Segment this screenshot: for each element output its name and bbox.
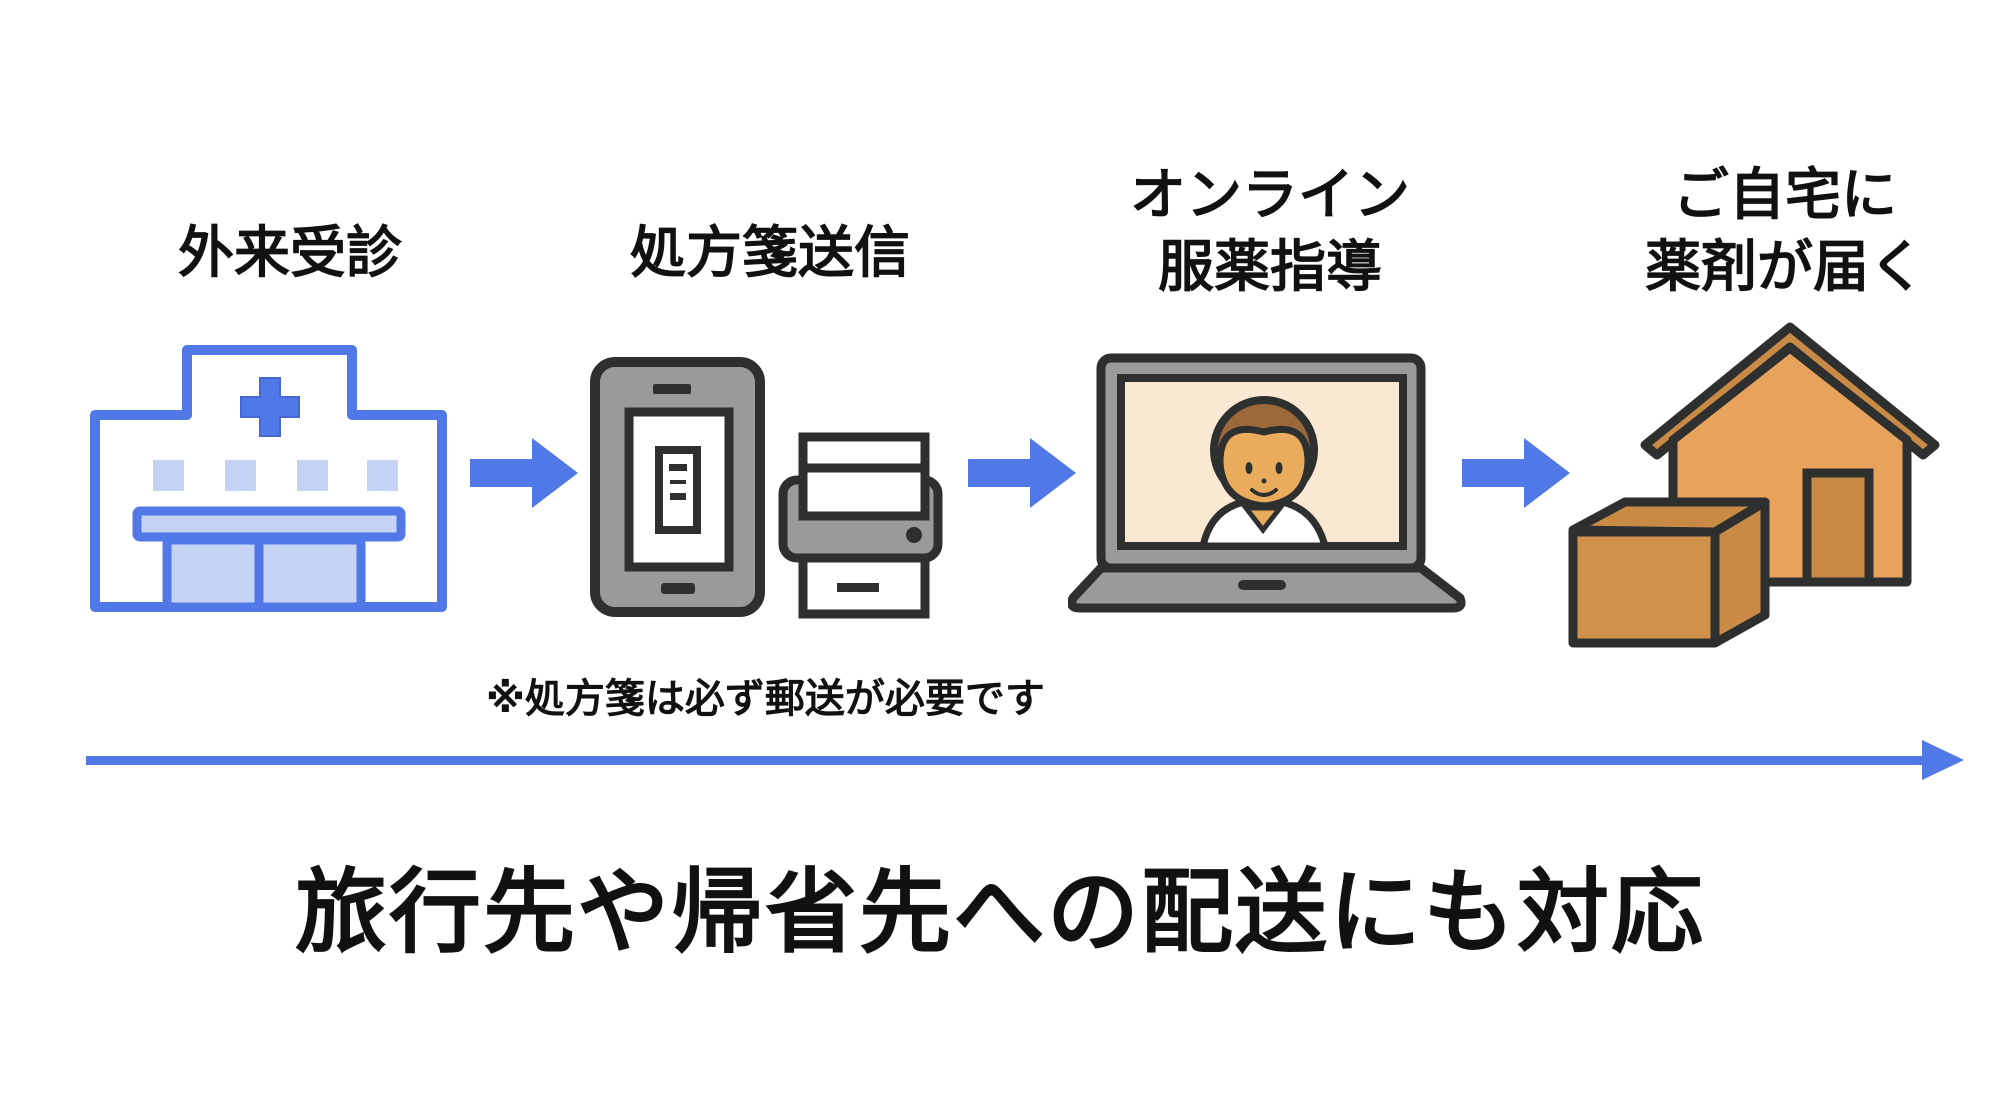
laptop-doctor-icon <box>1068 353 1466 613</box>
smartphone-icon <box>590 357 765 617</box>
hospital-icon <box>90 345 447 612</box>
hospital-cross <box>240 377 300 437</box>
house-door <box>1802 468 1874 587</box>
hospital-window <box>153 460 184 491</box>
footer-caption: 旅行先や帰省先への配送にも対応 <box>294 859 1705 966</box>
step-label-outpatient: 外来受診 <box>140 218 440 290</box>
step-label-line: 処方箋送信 <box>630 221 910 286</box>
laptop-touchpad <box>1238 580 1286 590</box>
doctor-avatar <box>1198 396 1330 550</box>
timeline-arrow-icon <box>86 740 1964 780</box>
step-label-online: オンライン 服薬指導 <box>1110 160 1430 304</box>
arrow-right-icon <box>1462 438 1570 508</box>
arrow-right-icon <box>968 438 1076 508</box>
step-label-delivery: ご自宅に 薬剤が届く <box>1620 160 1950 304</box>
hospital-door-right <box>254 535 366 612</box>
smartphone-fax-icon <box>590 357 943 619</box>
hospital-door-left <box>162 535 264 612</box>
package-box-icon <box>1568 497 1770 648</box>
step-label-line: 外来受診 <box>178 221 402 286</box>
house-package-icon <box>1568 322 1940 648</box>
prescription-note: ※処方箋は必ず郵送が必要です <box>486 676 1045 722</box>
step-label-line: 薬剤が届く <box>1645 235 1925 300</box>
hospital-awning <box>132 506 406 542</box>
step-label-line: ご自宅に <box>1673 163 1897 228</box>
hospital-window <box>225 460 256 491</box>
arrow-right-icon <box>470 438 578 508</box>
step-label-line: オンライン <box>1130 163 1410 228</box>
step-label-line: 服薬指導 <box>1158 235 1382 300</box>
hospital-window <box>367 460 398 491</box>
hospital-window <box>297 460 328 491</box>
step-label-prescription: 処方箋送信 <box>610 218 930 290</box>
fax-machine-icon <box>778 432 943 619</box>
